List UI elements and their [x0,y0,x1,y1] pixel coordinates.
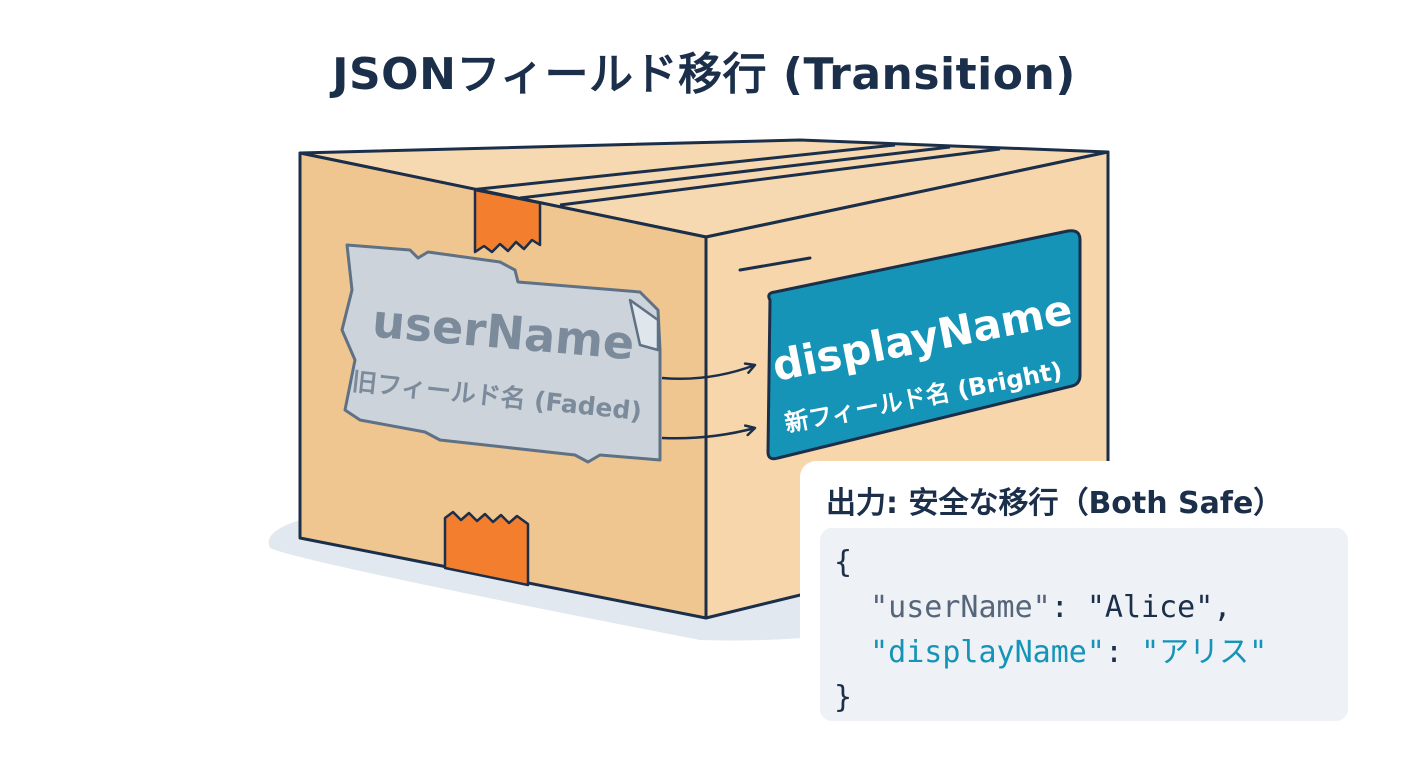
output-heading: 出力: 安全な移行（Both Safe） [826,486,1284,521]
close-brace: } [834,680,853,715]
bottom-orange-tape [443,510,530,587]
json-colon: : [1104,635,1142,670]
json-output: { "userName": "Alice", "displayName": "ア… [834,540,1267,720]
old-field-label [340,243,662,464]
open-brace: { [834,545,853,580]
top-tape-line [469,143,896,192]
new-field-label [766,229,1082,461]
json-comma: , [1213,590,1232,625]
top-tape-line [559,147,1001,207]
old-label-fold [628,298,660,352]
json-key-new: "displayName" [870,635,1105,670]
json-value-old: "Alice" [1086,590,1214,625]
json-colon: : [1050,590,1087,625]
side-face-line [738,256,812,272]
json-value-new: "アリス" [1141,635,1268,670]
code-block [820,528,1348,721]
top-orange-tape [473,188,542,254]
top-tape-line [519,145,951,200]
page-title: JSONフィールド移行 (Transition) [332,49,1076,100]
arrow-bottom [661,428,755,440]
json-key-old: "userName" [870,590,1051,625]
arrow-top [661,365,755,381]
